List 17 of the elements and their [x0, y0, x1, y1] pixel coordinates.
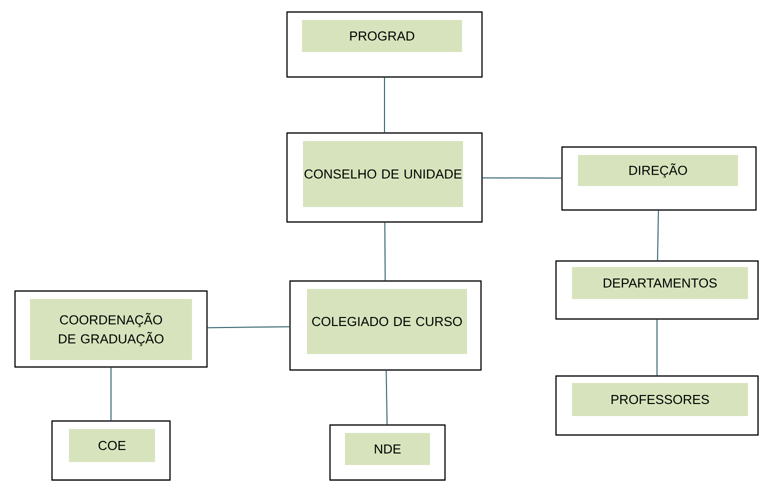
org-box: DIREÇÃO: [561, 146, 757, 211]
connector-line: [657, 210, 659, 262]
org-box: COLEGIADO DE CURSO: [289, 280, 482, 371]
org-box: COORDENAÇÃO DE GRADUAÇÃO: [14, 290, 208, 368]
connector-line: [384, 76, 385, 134]
org-box: PROGRAD: [286, 11, 483, 78]
org-box: DEPARTAMENTOS: [555, 260, 759, 320]
connector-line: [384, 222, 386, 282]
connector-line: [482, 177, 562, 179]
connector-line: [386, 370, 388, 426]
connector-line: [656, 318, 658, 376]
org-box: NDE: [329, 424, 446, 481]
connector-line: [206, 326, 290, 328]
org-box: PROFESSORES: [555, 375, 759, 436]
org-box: COE: [51, 420, 171, 481]
org-box: CONSELHO DE UNIDADE: [286, 132, 483, 223]
connector-line: [110, 366, 112, 422]
